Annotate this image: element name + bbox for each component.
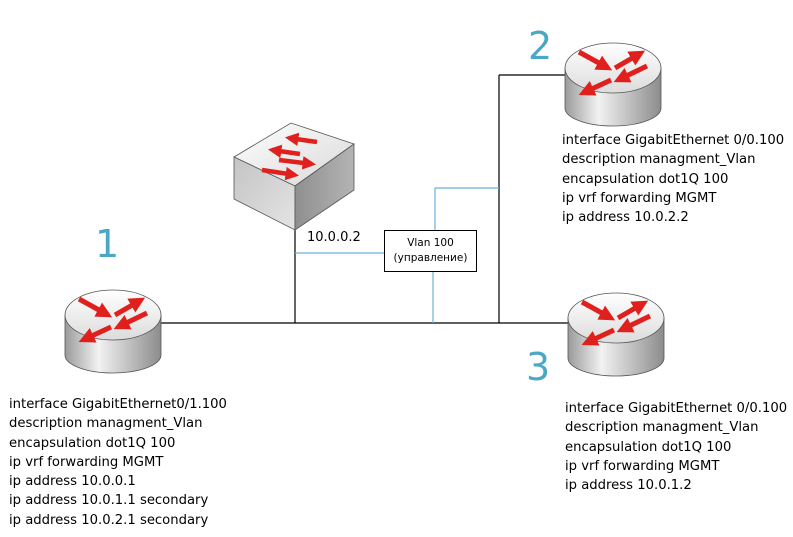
config-line: ip address 10.0.2.1 secondary <box>9 512 209 528</box>
router-2-config: interface GigabitEthernet 0/0.100 descri… <box>562 131 784 227</box>
config-line: ip address 10.0.2.2 <box>562 210 689 226</box>
router-icon-2 <box>564 42 662 127</box>
router-1-number: 1 <box>95 222 120 266</box>
config-line: ip address 10.0.0.1 <box>9 474 136 490</box>
switch-ip-label: 10.0.0.2 <box>307 230 361 245</box>
router-icon-1 <box>64 289 162 374</box>
config-line: encapsulation dot1Q 100 <box>9 435 176 451</box>
config-line: ip vrf forwarding MGMT <box>9 454 164 470</box>
config-line: ip vrf forwarding MGMT <box>565 458 720 474</box>
config-line: description managment_Vlan <box>9 416 203 432</box>
config-line: ip address 10.0.1.1 secondary <box>9 493 209 509</box>
black-links <box>160 74 572 324</box>
vlan-box-title: Vlan 100 <box>407 237 454 249</box>
config-line: ip address 10.0.1.2 <box>565 478 692 494</box>
config-line: encapsulation dot1Q 100 <box>565 439 732 455</box>
config-line: interface GigabitEthernet 0/0.100 <box>565 401 788 416</box>
vlan-links <box>295 187 499 323</box>
config-line: description managment_Vlan <box>565 420 759 436</box>
config-line: interface GigabitEthernet0/1.100 <box>9 397 227 412</box>
config-line: description managment_Vlan <box>562 152 756 168</box>
router-2-number: 2 <box>528 24 553 68</box>
vlan-box-subtitle: (управление) <box>393 252 468 264</box>
switch-icon <box>233 122 355 231</box>
config-line: interface GigabitEthernet 0/0.100 <box>562 133 785 148</box>
router-icon-3 <box>567 292 665 377</box>
vlan-box: Vlan 100 (управление) <box>384 230 477 272</box>
router-1-config: interface GigabitEthernet0/1.100 descrip… <box>9 395 227 530</box>
router-3-number: 3 <box>526 345 551 389</box>
config-line: ip vrf forwarding MGMT <box>562 190 717 206</box>
router-3-config: interface GigabitEthernet 0/0.100 descri… <box>565 399 787 495</box>
config-line: encapsulation dot1Q 100 <box>562 171 729 187</box>
